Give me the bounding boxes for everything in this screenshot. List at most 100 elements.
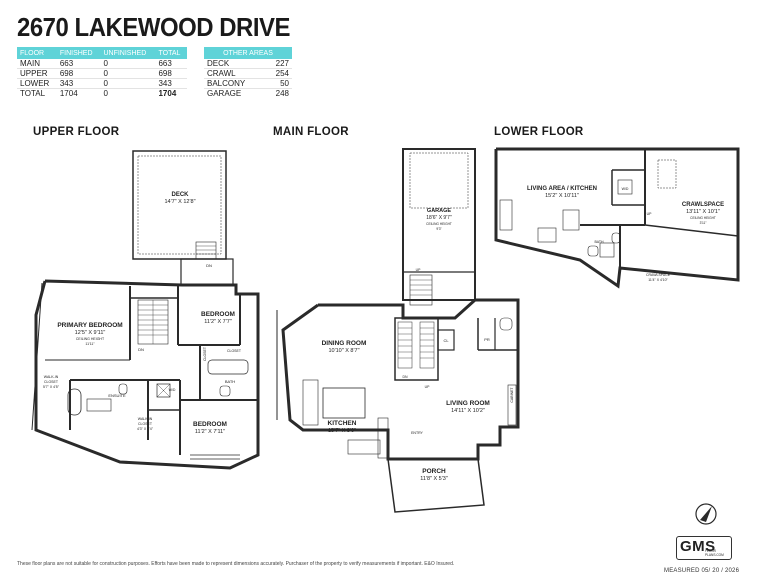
primary-bedroom-note2: 11'11" [85, 342, 95, 346]
section-lower-floor: LOWER FLOOR [494, 126, 584, 138]
col-floor: FLOOR [17, 47, 57, 59]
kitchen-dim: 15'7" X 8'0" [328, 428, 356, 434]
kitchen-counter2 [347, 439, 381, 455]
deck-outline [132, 150, 227, 260]
walkin2-label2: CLOSET [138, 422, 153, 426]
wd-upper-label: W/D [169, 388, 176, 392]
vanity [86, 398, 112, 412]
bath-upper-label: BATH [225, 379, 235, 384]
garage-dim: 18'6" X 9'7" [426, 215, 452, 221]
pr-label: PR [484, 337, 490, 342]
cell: 227 [265, 59, 292, 69]
bathtub [67, 388, 82, 416]
up-main-label: UP [416, 268, 422, 272]
lower-floor-walls [494, 147, 740, 289]
logo-sub: FLOOR PLANS.COM [705, 549, 724, 557]
primary-bedroom-dim: 12'5" X 9'11" [75, 330, 106, 336]
lower-floor-plan: LIVING AREA / KITCHEN 15'2" X 10'11" CRA… [494, 147, 740, 289]
cell: UPPER [17, 68, 57, 79]
cell: 343 [155, 78, 187, 89]
crawlspace2-dim: 11'4" X 4'10" [648, 278, 668, 282]
kitchen-counter [302, 379, 319, 426]
cell: 50 [265, 78, 292, 89]
other-areas-header: OTHER AREAS [204, 47, 292, 59]
upper-floor-plan: DECK 14'7" X 12'8" DN PRIMARY BEDROOM 12… [31, 150, 260, 470]
bedroom-lower-dim: 11'2" X 7'11" [195, 429, 225, 435]
table-row: LOWER 343 0 343 [17, 78, 187, 89]
section-main-floor: MAIN FLOOR [273, 126, 349, 138]
dn-main-label: DN [402, 375, 408, 379]
garage-note2: 9'3" [436, 227, 441, 231]
col-total: TOTAL [155, 47, 187, 59]
ensuite-label: ENSUITE [108, 393, 126, 398]
crawlspace-note: CEILING HEIGHT [690, 216, 716, 220]
table-row: TOTAL 1704 0 1704 [17, 89, 187, 99]
primary-bedroom-note: CEILING HEIGHT [76, 337, 105, 341]
walkin2-label: WALK-IN [138, 417, 153, 421]
walkin-label: WALK-IN [44, 375, 59, 379]
cell: 343 [56, 78, 101, 89]
cl-label: CL [443, 338, 449, 343]
table-row: MAIN 663 0 663 [17, 59, 187, 69]
garage-door [409, 152, 469, 209]
kitchen-label: KITCHEN [328, 420, 357, 427]
walkin-label2: CLOSET [44, 380, 59, 384]
compass-icon [695, 503, 717, 525]
deck-label: DECK [171, 192, 189, 198]
cell: CRAWL [204, 68, 266, 79]
cell: 248 [275, 89, 289, 98]
living-label: LIVING ROOM [446, 400, 490, 407]
gms-logo: GMS FLOOR PLANS.COM [676, 536, 732, 560]
crawlspace-dim: 13'11" X 10'1" [686, 209, 720, 215]
porch-dim: 11'8" X 5'3" [420, 476, 448, 482]
washer-dryer [156, 383, 171, 398]
cell: 0 [100, 59, 156, 69]
garage-outline [402, 148, 476, 301]
crawlspace-label: CRAWLSPACE [682, 202, 724, 208]
bedroom-upper-dim: 11'2" X 7'7" [204, 319, 232, 325]
cell: 663 [56, 59, 101, 69]
logo-mark: GMS [680, 538, 716, 555]
walkin-dim: 5'7" X 4'5" [43, 385, 60, 389]
col-unfinished: UNFINISHED [100, 47, 156, 59]
living-kitchen-dim: 15'2" X 10'11" [545, 193, 579, 199]
bedroom-lower-label: BEDROOM [193, 421, 227, 428]
cell: 1704 [158, 89, 177, 98]
walkin2-dim: 4'3" X 4'4" [137, 427, 154, 431]
closet1-label: CLOSET [227, 349, 242, 353]
cell: 0 [100, 68, 156, 79]
dining-dim: 10'10" X 8'7" [328, 348, 359, 354]
kitchen-island [322, 387, 366, 419]
cabinet-label: CABINET [510, 387, 514, 403]
section-upper-floor: UPPER FLOOR [33, 126, 120, 138]
toilet [118, 383, 128, 395]
crawlspace-note2: 3'11" [700, 221, 707, 225]
cell: DECK [204, 59, 266, 69]
cell: 0 [103, 89, 108, 98]
entry-label: ENTRY [411, 431, 423, 435]
deck-dn: DN [206, 263, 212, 268]
porch-outline [387, 458, 485, 513]
cell: 0 [100, 78, 156, 89]
up-lower-label: UP [647, 212, 653, 216]
cell: 698 [155, 68, 187, 79]
wd-lower-label: W/D [622, 187, 629, 191]
main-stair-well [394, 317, 439, 381]
upper-window [31, 282, 43, 431]
deck-stair [195, 241, 217, 260]
cell: LOWER [17, 78, 57, 89]
living-dim: 14'11" X 10'2" [451, 408, 485, 414]
cell: 254 [265, 68, 292, 79]
lower-counter [499, 199, 513, 231]
primary-bedroom-label: PRIMARY BEDROOM [57, 322, 122, 329]
upper-floor-walls [34, 279, 260, 470]
cell: TOTAL [20, 89, 46, 98]
cell: 663 [155, 59, 187, 69]
bathtub-upper [207, 359, 249, 375]
